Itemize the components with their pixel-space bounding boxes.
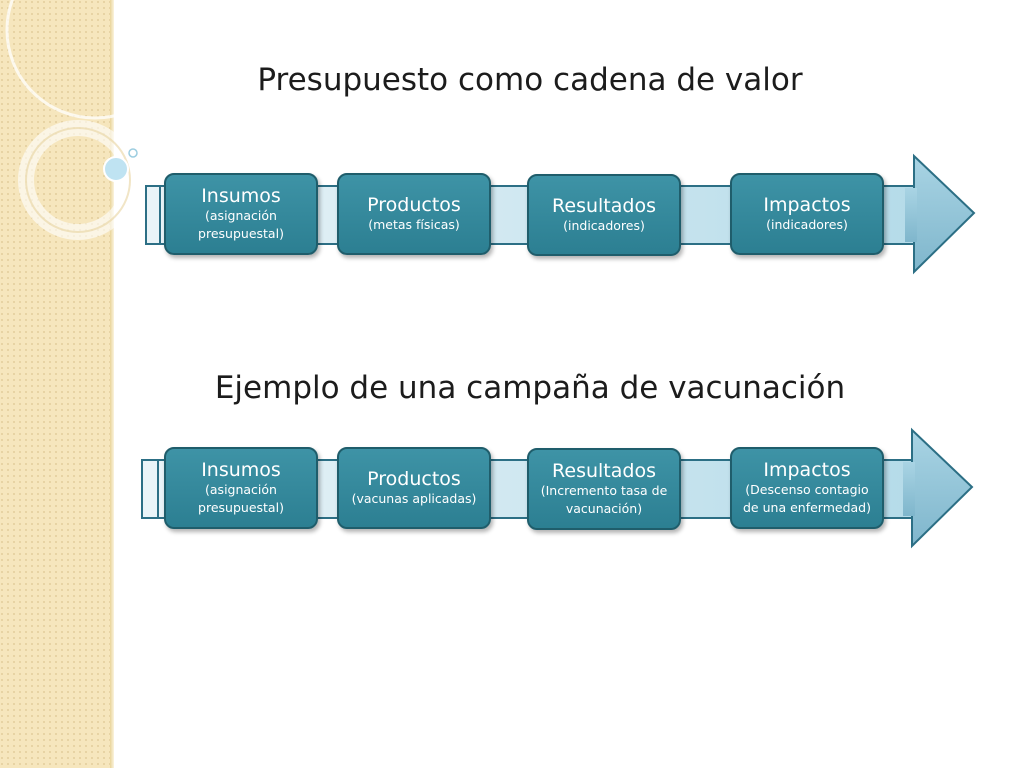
stage-insumos: Insumos (asignación presupuestal) [164,173,318,255]
stage-name: Impactos [763,194,851,216]
stage-description: (indicadores) [766,217,848,232]
stage-name: Resultados [552,195,656,217]
stage-productos: Productos (vacunas aplicadas) [337,447,491,529]
stage-description: (asignación presupuestal) [198,482,284,515]
stage-insumos: Insumos (asignación presupuestal) [164,447,318,529]
stage-description: (indicadores) [563,218,645,233]
slide-title: Presupuesto como cadena de valor [257,62,803,98]
stage-name: Resultados [552,460,656,482]
stage-impactos: Impactos (Descenso contagio de una enfer… [730,447,884,529]
stage-name: Productos [367,468,461,490]
stage-name: Productos [367,194,461,216]
stage-description: (asignación presupuestal) [198,208,284,241]
side-band-edge [110,0,114,768]
stage-description: (vacunas aplicadas) [351,491,477,506]
vaccination-chain-diagram: Insumos (asignación presupuestal) Produc… [0,426,1024,556]
stage-name: Insumos [201,185,281,207]
stage-description: (Incremento tasa de vacunación) [540,483,668,516]
stage-name: Impactos [763,459,851,481]
stage-impactos: Impactos (indicadores) [730,173,884,255]
example-title: Ejemplo de una campaña de vacunación [214,370,846,406]
stage-name: Insumos [201,459,281,481]
stage-resultados: Resultados (Incremento tasa de vacunació… [527,448,681,530]
stage-description: (metas físicas) [368,217,460,232]
value-chain-diagram: Insumos (asignación presupuestal) Produc… [0,152,1024,282]
stage-resultados: Resultados (indicadores) [527,174,681,256]
stage-productos: Productos (metas físicas) [337,173,491,255]
stage-description: (Descenso contagio de una enfermedad) [743,482,871,515]
